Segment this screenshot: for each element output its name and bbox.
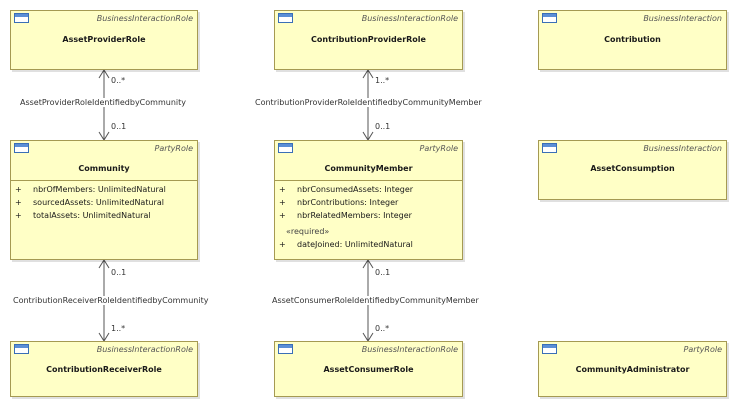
arrowhead-a2-top xyxy=(362,69,374,79)
multiplicity-label: 0..1 xyxy=(111,122,127,131)
box-contribution[interactable]: BusinessInteraction Contribution xyxy=(538,10,727,70)
class-icon xyxy=(14,344,29,354)
class-icon xyxy=(278,13,293,23)
box-asset-consumer-role[interactable]: BusinessInteractionRole AssetConsumerRol… xyxy=(274,341,463,397)
association-name: ContributionProviderRoleIdentifiedbyComm… xyxy=(255,98,482,107)
compartment-divider xyxy=(275,180,462,181)
arrowhead-a4-top xyxy=(362,259,374,269)
attribute-list: +nbrOfMembers: UnlimitedNatural +sourced… xyxy=(15,183,166,222)
attribute[interactable]: +totalAssets: UnlimitedNatural xyxy=(15,211,151,220)
stereotype-label: PartyRole xyxy=(419,144,458,153)
multiplicity-label: 0..* xyxy=(375,324,390,333)
multiplicity-label: 0..* xyxy=(111,76,126,85)
class-name: AssetProviderRole xyxy=(62,35,146,44)
box-community-administrator[interactable]: PartyRole CommunityAdministrator xyxy=(538,341,727,397)
stereotype-label: BusinessInteractionRole xyxy=(361,345,458,354)
association-name: AssetProviderRoleIdentifiedbyCommunity xyxy=(20,98,186,107)
multiplicity-label: 1..* xyxy=(375,76,390,85)
class-icon xyxy=(542,143,557,153)
class-icon xyxy=(542,13,557,23)
class-name: ContributionProviderRole xyxy=(311,35,426,44)
stereotype-label: BusinessInteractionRole xyxy=(96,14,193,23)
association-name: AssetConsumerRoleIdentifiedbyCommunityMe… xyxy=(272,296,479,305)
attribute[interactable]: +nbrConsumedAssets: Integer xyxy=(279,185,414,194)
box-asset-consumption[interactable]: BusinessInteraction AssetConsumption xyxy=(538,140,727,200)
class-name: CommunityMember xyxy=(324,164,413,173)
stereotype-label: PartyRole xyxy=(683,345,722,354)
class-name: ContributionReceiverRole xyxy=(46,365,162,374)
multiplicity-label: 1..* xyxy=(111,324,126,333)
box-community-member[interactable]: PartyRole CommunityMember +nbrConsumedAs… xyxy=(274,140,463,260)
stereotype-label: BusinessInteractionRole xyxy=(361,14,458,23)
box-asset-provider-role[interactable]: BusinessInteractionRole AssetProviderRol… xyxy=(10,10,198,70)
class-icon xyxy=(278,143,293,153)
box-contribution-receiver-role[interactable]: BusinessInteractionRole ContributionRece… xyxy=(10,341,198,397)
class-name: AssetConsumption xyxy=(590,164,675,173)
box-contribution-provider-role[interactable]: BusinessInteractionRole ContributionProv… xyxy=(274,10,463,70)
multiplicity-label: 0..1 xyxy=(375,268,391,277)
class-name: AssetConsumerRole xyxy=(323,365,414,374)
class-icon xyxy=(14,143,29,153)
arrowhead-a1-top xyxy=(98,69,110,79)
class-name: CommunityAdministrator xyxy=(575,365,690,374)
multiplicity-label: 0..1 xyxy=(111,268,127,277)
class-icon xyxy=(278,344,293,354)
compartment-divider xyxy=(11,180,197,181)
stereotype-label: BusinessInteraction xyxy=(643,144,722,153)
class-icon xyxy=(14,13,29,23)
association-name: ContributionReceiverRoleIdentifiedbyComm… xyxy=(13,296,209,305)
required-stereotype: «required» xyxy=(286,227,330,236)
class-name: Contribution xyxy=(604,35,661,44)
class-icon xyxy=(542,344,557,354)
arrowhead-a3-top xyxy=(98,259,110,269)
attribute[interactable]: +nbrContributions: Integer xyxy=(279,198,399,207)
attribute[interactable]: +nbrOfMembers: UnlimitedNatural xyxy=(15,185,166,194)
attribute[interactable]: +sourcedAssets: UnlimitedNatural xyxy=(15,198,164,207)
box-community[interactable]: PartyRole Community +nbrOfMembers: Unlim… xyxy=(10,140,198,260)
stereotype-label: BusinessInteraction xyxy=(643,14,722,23)
attribute[interactable]: +dateJoined: UnlimitedNatural xyxy=(279,240,413,249)
attribute-list: +nbrConsumedAssets: Integer +nbrContribu… xyxy=(279,183,413,251)
stereotype-label: BusinessInteractionRole xyxy=(96,345,193,354)
stereotype-label: PartyRole xyxy=(154,144,193,153)
attribute[interactable]: +nbrRelatedMembers: Integer xyxy=(279,211,412,220)
multiplicity-label: 0..1 xyxy=(375,122,391,131)
class-name: Community xyxy=(78,164,130,173)
